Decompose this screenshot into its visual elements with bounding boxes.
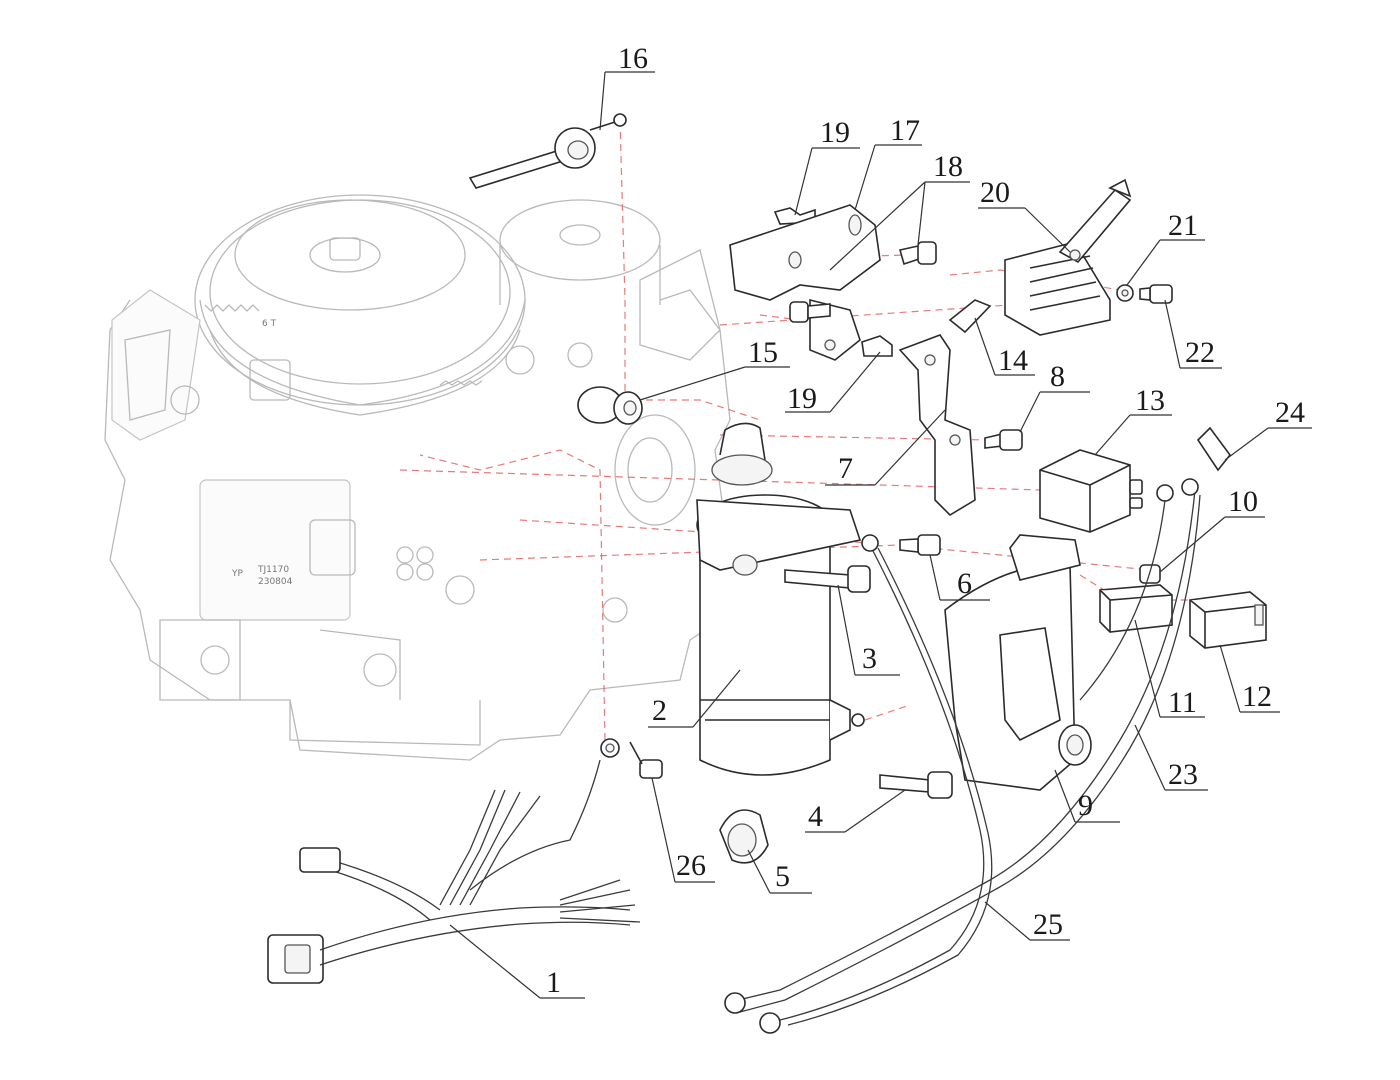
callout-8: 8 — [1050, 360, 1065, 393]
part-23-cable — [724, 478, 1201, 1014]
callout-5: 5 — [775, 860, 790, 893]
part-7-bracket-plate — [898, 334, 976, 517]
callout-2: 2 — [652, 694, 667, 727]
callout-19-bottom: 19 — [787, 382, 817, 415]
callout-16: 16 — [618, 42, 648, 75]
callout-24: 24 — [1275, 396, 1305, 429]
callout-23: 23 — [1168, 758, 1198, 791]
part-6-bolt — [899, 534, 941, 556]
part-18-bolt-a — [898, 241, 937, 266]
part-24-terminal-cap — [1196, 426, 1232, 472]
part-14-clip — [948, 299, 992, 334]
part-5-clamp — [719, 809, 769, 864]
part-8-bolt — [984, 429, 1023, 451]
callout-11: 11 — [1168, 686, 1197, 719]
part-26-ground-bolt — [600, 738, 663, 779]
part-4-bolt — [879, 771, 953, 799]
part-19-clip-bottom — [861, 335, 893, 357]
callout-19-top: 19 — [820, 116, 850, 149]
callout-17: 17 — [890, 114, 920, 147]
callout-4: 4 — [808, 800, 823, 833]
ecu-plate-text-3: 230804 — [258, 577, 293, 587]
part-21-washer — [1116, 284, 1134, 302]
callout-21: 21 — [1168, 209, 1198, 242]
callout-6: 6 — [957, 567, 972, 600]
callout-25: 25 — [1033, 908, 1063, 941]
part-22-screw — [1139, 284, 1173, 304]
part-11-connector — [1099, 584, 1173, 633]
callout-18: 18 — [933, 150, 963, 183]
part-13-relay — [1039, 449, 1143, 533]
part-3-long-bolt — [784, 565, 871, 593]
part-20-fuse-box — [1004, 178, 1132, 336]
part-16-sensor — [468, 113, 627, 189]
part-25-cable — [759, 484, 1174, 1034]
part-1-wiring-harness — [267, 759, 641, 984]
callout-7: 7 — [838, 452, 853, 485]
engine-block: YP TJ1170 230804 6 T — [104, 194, 731, 761]
part-15-coupler — [577, 386, 643, 425]
ecu-plate-text-1: YP — [231, 569, 243, 579]
callout-10: 10 — [1228, 485, 1258, 518]
callout-3: 3 — [862, 642, 877, 675]
callout-20: 20 — [980, 176, 1010, 209]
callout-numbers: 16 19 17 18 20 21 22 14 15 19 8 13 24 10… — [546, 42, 1305, 999]
flywheel-mark: 6 T — [262, 319, 277, 329]
callout-14: 14 — [998, 344, 1028, 377]
callout-26: 26 — [676, 849, 706, 882]
callout-22: 22 — [1185, 336, 1215, 369]
part-9-cover — [944, 534, 1092, 791]
callout-13: 13 — [1135, 384, 1165, 417]
callout-15: 15 — [748, 336, 778, 369]
ecu-plate-text-2: TJ1170 — [257, 565, 289, 575]
part-18-bolt-b — [789, 301, 831, 323]
callout-12: 12 — [1242, 680, 1272, 713]
callout-1: 1 — [546, 966, 561, 999]
leader-lines — [449, 71, 1312, 999]
callout-9: 9 — [1078, 789, 1093, 822]
part-12-connector — [1189, 591, 1267, 649]
